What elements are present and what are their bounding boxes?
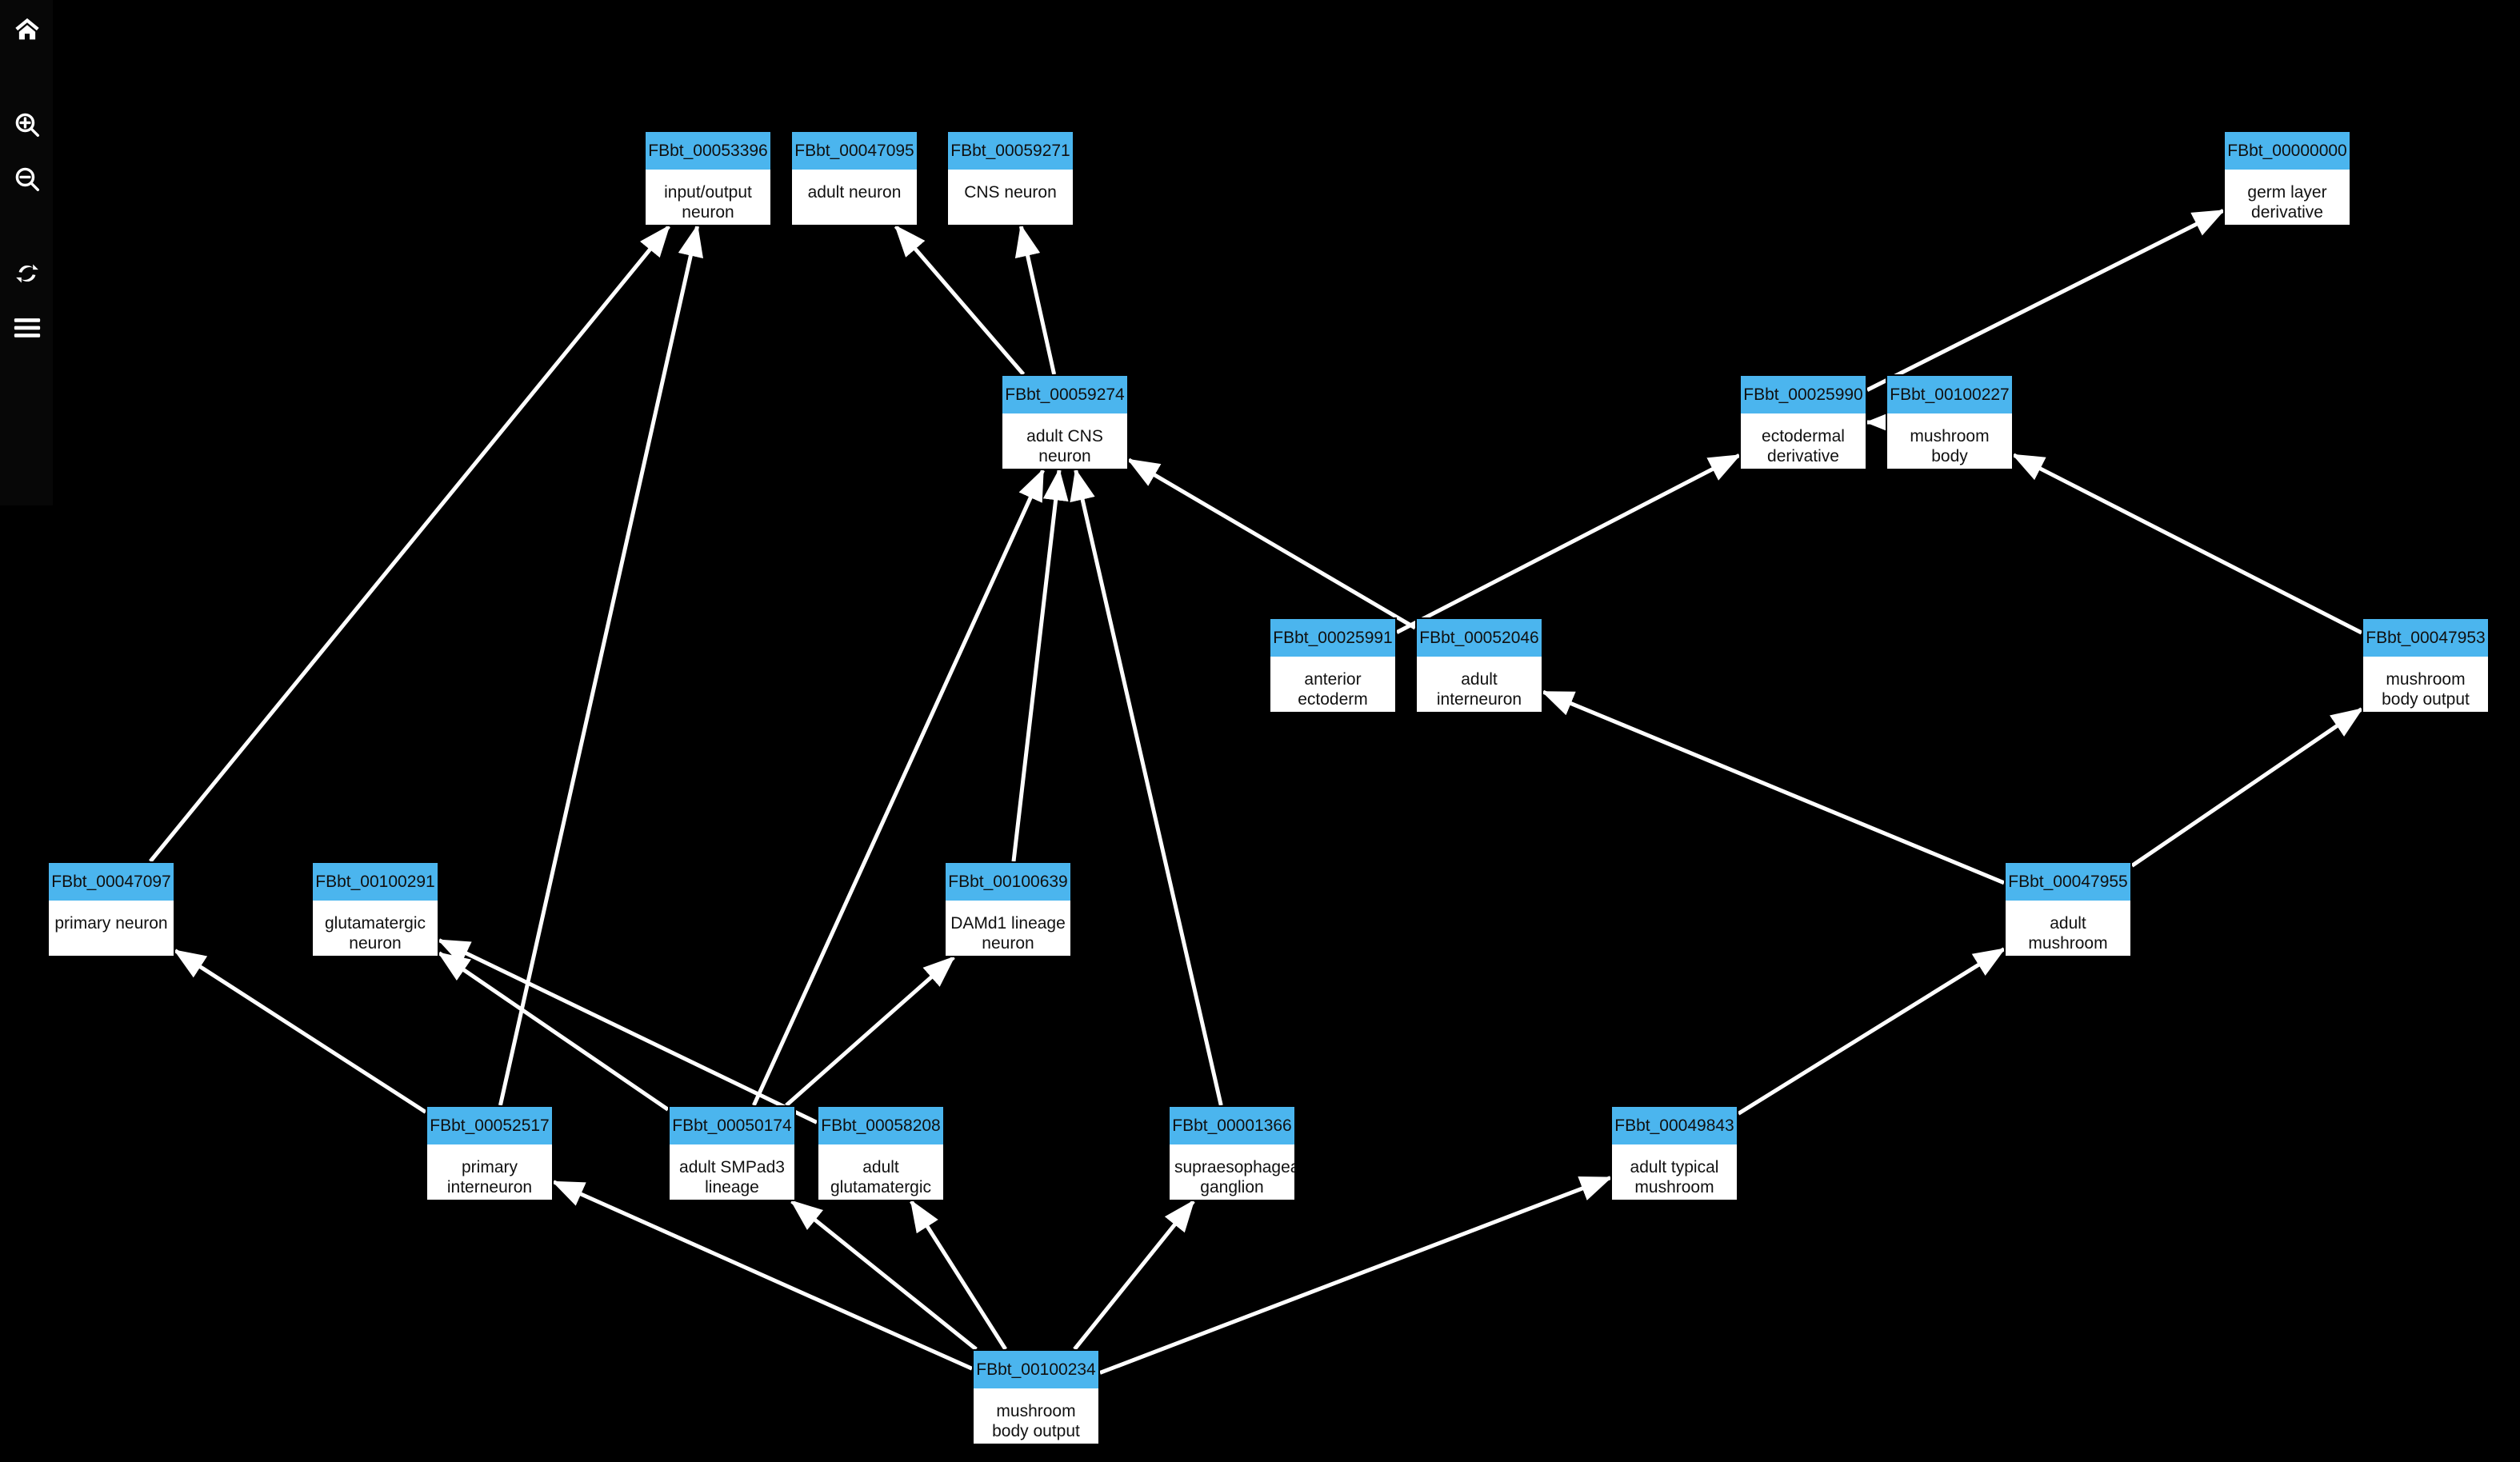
graph-edge bbox=[752, 468, 1045, 1107]
node-term-label: germ layer derivative bbox=[2225, 170, 2350, 222]
graph-edge bbox=[1014, 224, 1057, 375]
graph-edge bbox=[1126, 457, 1417, 630]
node-term-label: adult glutamatergic neuron bbox=[818, 1144, 943, 1200]
node-term-label: mushroom body extrinsic neuron bbox=[1887, 413, 2012, 469]
graph-edge bbox=[1866, 209, 2226, 392]
node-id-label: FBbt_00047097 bbox=[49, 863, 174, 901]
node-term-label: adult CNS neuron bbox=[1002, 413, 1127, 466]
node-term-label: adult typical mushroom body output neuro… bbox=[1612, 1144, 1737, 1200]
node-id-label: FBbt_00000000 bbox=[2225, 132, 2350, 170]
menu-button[interactable] bbox=[10, 310, 45, 346]
node-term-label: supraesophageal ganglion neuron bbox=[1170, 1144, 1294, 1200]
node-term-label: glutamatergic neuron bbox=[313, 901, 438, 953]
node-term-label: adult mushroom body output neuron bbox=[2006, 901, 2130, 956]
graph-edge bbox=[1073, 1200, 1195, 1351]
node-id-label: FBbt_00047095 bbox=[792, 132, 917, 170]
node-id-label: FBbt_00100639 bbox=[946, 863, 1070, 901]
home-icon bbox=[14, 16, 41, 42]
graph-edge bbox=[894, 225, 1026, 376]
left-toolbar bbox=[0, 0, 53, 505]
zoom-in-icon bbox=[14, 111, 41, 138]
graph-edge bbox=[149, 225, 670, 863]
graph-edge bbox=[551, 1180, 974, 1371]
graph-edge bbox=[1541, 689, 2005, 885]
node-id-label: FBbt_00052046 bbox=[1417, 619, 1542, 657]
node-term-label: mushroom body output neuron bbox=[2363, 657, 2488, 712]
refresh-button[interactable] bbox=[10, 256, 45, 291]
graph-edge bbox=[1070, 468, 1223, 1106]
node-term-label: mushroom body output neuron 1 bbox=[974, 1388, 1098, 1444]
node-id-label: FBbt_00001366 bbox=[1170, 1107, 1294, 1144]
refresh-icon bbox=[14, 261, 41, 286]
node-id-label: FBbt_00025990 bbox=[1741, 376, 1866, 413]
node-term-label: input/output neuron bbox=[646, 170, 770, 222]
node-id-label: FBbt_00052517 bbox=[427, 1107, 552, 1144]
node-id-label: FBbt_00053396 bbox=[646, 132, 770, 170]
graph-edge bbox=[498, 224, 703, 1106]
graph-edge bbox=[1011, 468, 1069, 862]
graph-edge bbox=[1737, 947, 2006, 1116]
node-term-label: primary interneuron bbox=[427, 1144, 552, 1197]
node-id-label: FBbt_00025991 bbox=[1270, 619, 1395, 657]
node-term-label: anterior ectoderm derivative bbox=[1270, 657, 1395, 712]
node-id-label: FBbt_00049843 bbox=[1612, 1107, 1737, 1144]
graph-edge bbox=[437, 938, 818, 1124]
node-term-label: CNS neuron bbox=[948, 170, 1073, 202]
zoom-out-button[interactable] bbox=[10, 162, 45, 197]
graph-edge bbox=[1099, 1176, 1613, 1375]
node-term-label: ectodermal derivative bbox=[1741, 413, 1866, 466]
node-term-label: adult neuron bbox=[792, 170, 917, 202]
node-term-label: adult SMPad3 lineage neuron bbox=[670, 1144, 794, 1200]
graph-edge bbox=[2130, 707, 2364, 868]
graph-edge bbox=[437, 951, 670, 1112]
node-term-label: adult interneuron bbox=[1417, 657, 1542, 709]
node-id-label: FBbt_00050174 bbox=[670, 1107, 794, 1144]
node-term-label: primary neuron bbox=[49, 901, 174, 933]
graph-edge bbox=[2011, 453, 2363, 635]
menu-icon bbox=[14, 318, 41, 338]
node-id-label: FBbt_00059274 bbox=[1002, 376, 1127, 413]
zoom-in-button[interactable] bbox=[10, 107, 45, 142]
node-id-label: FBbt_00100234 bbox=[974, 1351, 1098, 1388]
node-id-label: FBbt_00058208 bbox=[818, 1107, 943, 1144]
zoom-out-icon bbox=[14, 166, 41, 193]
node-id-label: FBbt_00047955 bbox=[2006, 863, 2130, 901]
node-term-label: DAMd1 lineage neuron bbox=[946, 901, 1070, 953]
graph-edge bbox=[785, 956, 956, 1107]
graph-edge bbox=[790, 1200, 978, 1351]
node-id-label: FBbt_00100227 bbox=[1887, 376, 2012, 413]
home-button[interactable] bbox=[10, 11, 45, 46]
graph-edge bbox=[1395, 453, 1742, 634]
node-id-label: FBbt_00047953 bbox=[2363, 619, 2488, 657]
node-id-label: FBbt_00059271 bbox=[948, 132, 1073, 170]
graph-edge bbox=[910, 1199, 1007, 1351]
node-id-label: FBbt_00100291 bbox=[313, 863, 438, 901]
graph-edge bbox=[173, 949, 427, 1114]
